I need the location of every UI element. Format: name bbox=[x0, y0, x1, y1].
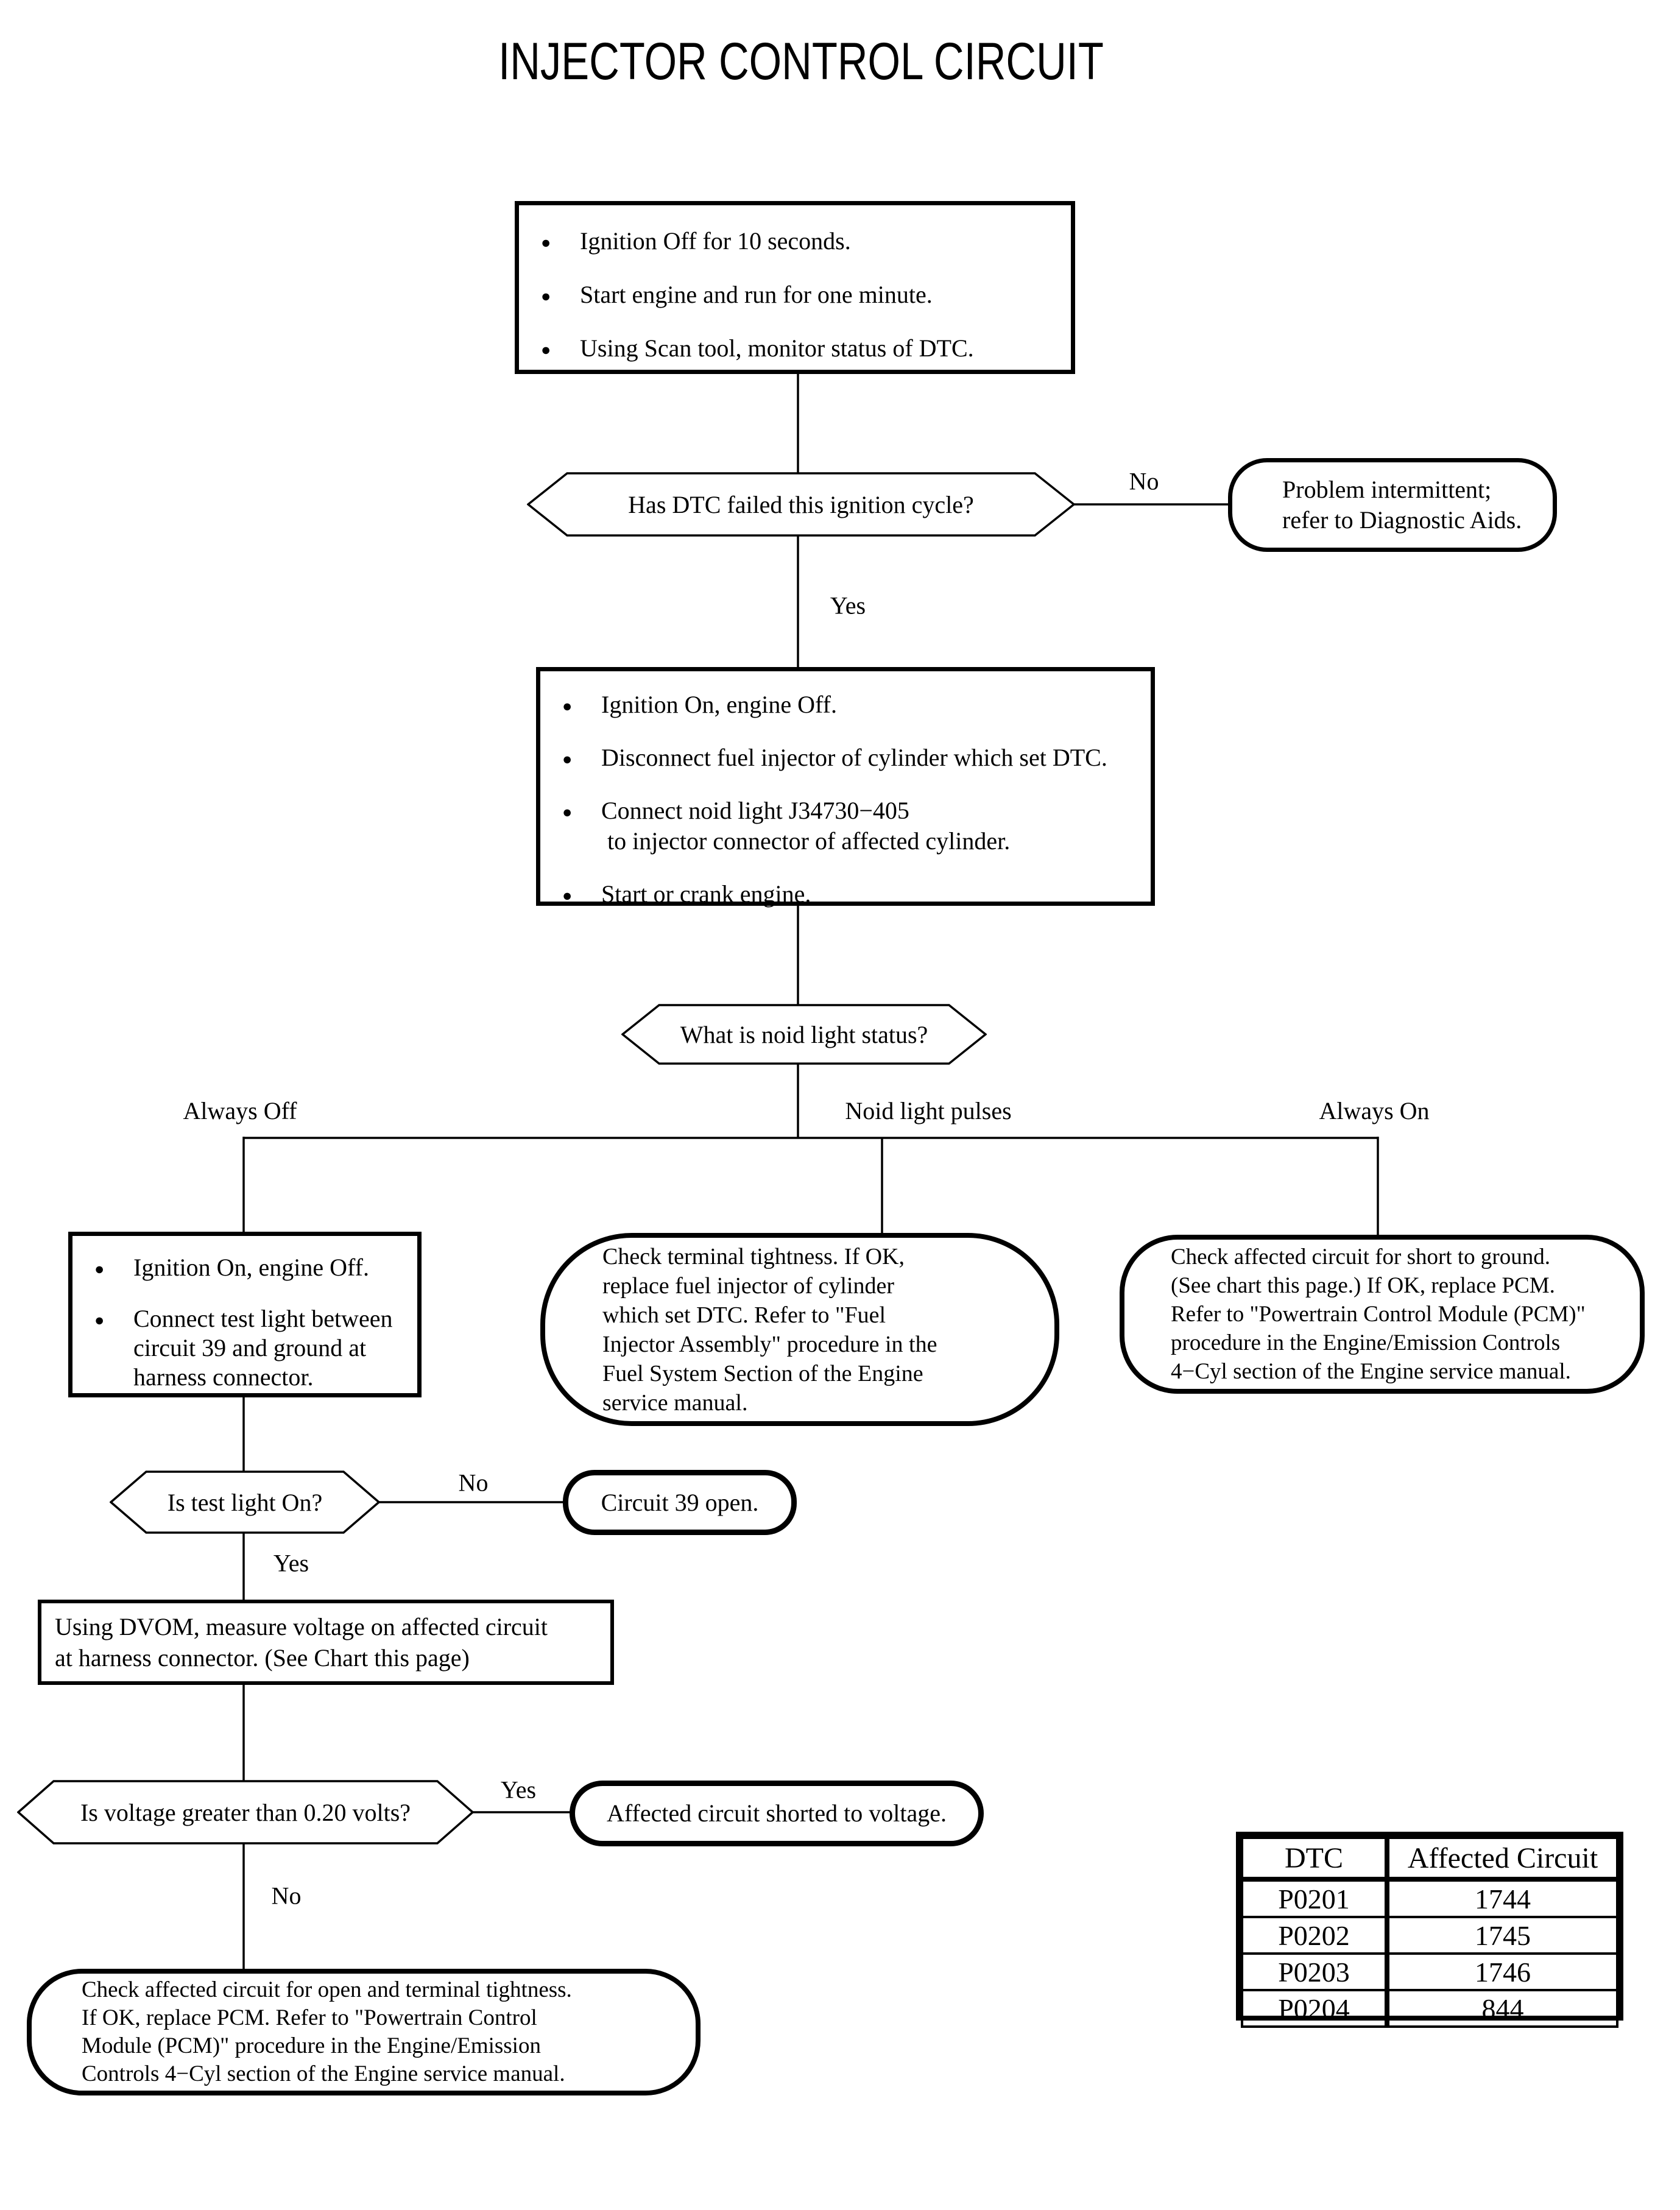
dtc-affected-circuit-table: DTC Affected Circuit P0201 1744 P0202 17… bbox=[1236, 1832, 1623, 2028]
edge-label-no: No bbox=[267, 1881, 305, 1910]
circuit-cell: 1744 bbox=[1385, 1878, 1618, 1918]
bullet-item: Ignition On, engine Off. bbox=[72, 1253, 411, 1283]
terminal-problem-intermittent: Problem intermittent; refer to Diagnosti… bbox=[1228, 458, 1557, 552]
table-row: P0203 1746 bbox=[1241, 1952, 1618, 1991]
circuit-cell: 844 bbox=[1385, 1989, 1618, 2028]
table-header-dtc: DTC bbox=[1241, 1837, 1388, 1882]
table-header-row: DTC Affected Circuit bbox=[1241, 1837, 1618, 1882]
table-row: P0204 844 bbox=[1241, 1989, 1618, 2028]
terminal-circuit-39-open-label: Circuit 39 open. bbox=[601, 1488, 759, 1516]
terminal-shorted-to-voltage-label: Affected circuit shorted to voltage. bbox=[607, 1799, 947, 1827]
page-title: INJECTOR CONTROL CIRCUIT bbox=[498, 32, 1104, 91]
hexagon-shape bbox=[110, 1470, 380, 1534]
bullet-item: Connect test light between circuit 39 an… bbox=[72, 1304, 411, 1392]
terminal-open-and-tightness-label: Check affected circuit for open and term… bbox=[82, 1977, 572, 2086]
dtc-cell: P0203 bbox=[1241, 1952, 1388, 1991]
terminal-terminal-tightness-label: Check terminal tightness. If OK, replace… bbox=[602, 1243, 937, 1416]
edge-label-no: No bbox=[1125, 467, 1163, 496]
table-row: P0202 1745 bbox=[1241, 1916, 1618, 1955]
circuit-cell: 1746 bbox=[1385, 1952, 1618, 1991]
process-box-dvom-measure: Using DVOM, measure voltage on affected … bbox=[38, 1600, 614, 1685]
hexagon-shape bbox=[17, 1780, 474, 1845]
terminal-circuit-39-open: Circuit 39 open. bbox=[563, 1470, 797, 1535]
terminal-terminal-tightness: Check terminal tightness. If OK, replace… bbox=[540, 1233, 1059, 1426]
edge-label-yes: Yes bbox=[826, 591, 870, 620]
initial-steps-list: Ignition Off for 10 seconds. Start engin… bbox=[519, 226, 1059, 365]
decision-noid-status: What is noid light status? bbox=[621, 1004, 987, 1065]
dvom-measure-label: Using DVOM, measure voltage on affected … bbox=[55, 1613, 548, 1672]
branch-label-noid-pulses: Noid light pulses bbox=[845, 1097, 1012, 1124]
table-row: P0201 1744 bbox=[1241, 1878, 1618, 1918]
terminal-open-and-tightness: Check affected circuit for open and term… bbox=[27, 1969, 701, 2095]
process-box-noid-setup: Ignition On, engine Off. Disconnect fuel… bbox=[536, 667, 1155, 911]
decision-dtc-failed-label: Has DTC failed this ignition cycle? bbox=[628, 490, 974, 518]
dtc-cell: P0201 bbox=[1241, 1878, 1388, 1918]
decision-test-light-on: Is test light On? bbox=[110, 1470, 380, 1534]
edge-label-yes: Yes bbox=[269, 1548, 313, 1578]
bullet-item: Ignition On, engine Off. bbox=[540, 690, 1142, 721]
bullet-item: Connect noid light J34730−405 to injecto… bbox=[540, 796, 1142, 856]
circuit-cell: 1745 bbox=[1385, 1916, 1618, 1955]
bullet-item: Ignition Off for 10 seconds. bbox=[519, 226, 1059, 258]
edge-label-yes: Yes bbox=[496, 1775, 540, 1804]
test-light-setup-list: Ignition On, engine Off. Connect test li… bbox=[72, 1253, 411, 1392]
hexagon-shape bbox=[527, 472, 1075, 537]
dtc-cell: P0202 bbox=[1241, 1916, 1388, 1955]
decision-dtc-failed: Has DTC failed this ignition cycle? bbox=[527, 472, 1075, 537]
hexagon-shape bbox=[621, 1004, 987, 1065]
decision-voltage-greater-label: Is voltage greater than 0.20 volts? bbox=[80, 1798, 411, 1826]
process-box-initial-steps: Ignition Off for 10 seconds. Start engin… bbox=[515, 201, 1075, 374]
terminal-short-to-ground: Check affected circuit for short to grou… bbox=[1120, 1235, 1645, 1394]
bullet-item: Start engine and run for one minute. bbox=[519, 280, 1059, 311]
branch-label-always-off: Always Off bbox=[183, 1097, 297, 1124]
decision-voltage-greater: Is voltage greater than 0.20 volts? bbox=[17, 1780, 474, 1845]
branch-label-always-on: Always On bbox=[1319, 1097, 1430, 1124]
edge-label-no: No bbox=[454, 1468, 492, 1497]
decision-noid-status-label: What is noid light status? bbox=[680, 1020, 928, 1048]
bullet-item: Disconnect fuel injector of cylinder whi… bbox=[540, 743, 1142, 774]
dtc-cell: P0204 bbox=[1241, 1989, 1388, 2028]
process-box-test-light-setup: Ignition On, engine Off. Connect test li… bbox=[68, 1232, 422, 1397]
table-header-affected-circuit: Affected Circuit bbox=[1385, 1837, 1618, 1882]
terminal-problem-intermittent-label: Problem intermittent; refer to Diagnosti… bbox=[1282, 476, 1522, 534]
bullet-item: Start or crank engine. bbox=[540, 879, 1142, 911]
decision-test-light-on-label: Is test light On? bbox=[167, 1488, 323, 1516]
bullet-item: Using Scan tool, monitor status of DTC. bbox=[519, 333, 1059, 365]
noid-setup-list: Ignition On, engine Off. Disconnect fuel… bbox=[540, 690, 1142, 911]
terminal-shorted-to-voltage: Affected circuit shorted to voltage. bbox=[570, 1781, 984, 1846]
terminal-short-to-ground-label: Check affected circuit for short to grou… bbox=[1171, 1244, 1586, 1384]
